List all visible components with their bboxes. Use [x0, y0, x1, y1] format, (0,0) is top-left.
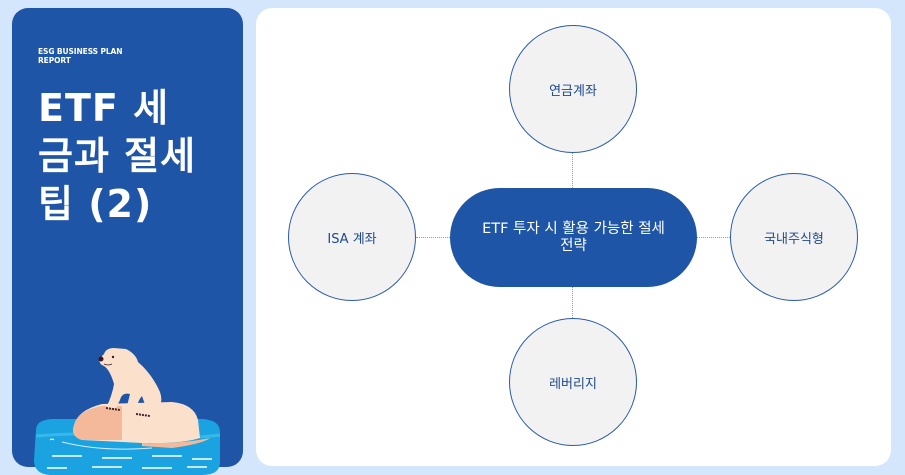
report-eyebrow: ESG BUSINESS PLAN REPORT — [38, 47, 158, 65]
title-line-3: 팁 (2) — [38, 182, 153, 226]
page-title: ETF 세 금과 절세 팁 (2) — [38, 84, 238, 228]
node-pension-account[interactable]: 연금계좌 — [509, 25, 637, 153]
center-topic-label: ETF 투자 시 활용 가능한 절세 전략 — [474, 221, 674, 255]
connector-top — [572, 152, 573, 188]
node-label: ISA 계좌 — [327, 231, 377, 247]
node-leverage[interactable]: 레버리지 — [509, 318, 637, 446]
eyebrow-line-1: ESG BUSINESS PLAN — [38, 47, 123, 56]
center-label-line-2: 전략 — [560, 237, 587, 254]
eyebrow-line-2: REPORT — [38, 56, 71, 65]
title-line-2: 금과 절세 — [38, 134, 197, 178]
node-label: 레버리지 — [549, 376, 597, 392]
connector-left — [416, 237, 450, 238]
center-topic[interactable]: ETF 투자 시 활용 가능한 절세 전략 — [450, 188, 697, 287]
connector-bottom — [572, 287, 573, 318]
node-isa-account[interactable]: ISA 계좌 — [288, 173, 416, 301]
title-line-1: ETF 세 — [38, 86, 170, 130]
node-label: 국내주식형 — [764, 231, 824, 247]
polar-bear-illustration — [34, 348, 221, 475]
connector-right — [697, 237, 730, 238]
node-label: 연금계좌 — [549, 83, 597, 99]
center-label-line-1: ETF 투자 시 활용 가능한 절세 — [482, 220, 665, 237]
node-domestic-equity[interactable]: 국내주식형 — [730, 173, 858, 301]
